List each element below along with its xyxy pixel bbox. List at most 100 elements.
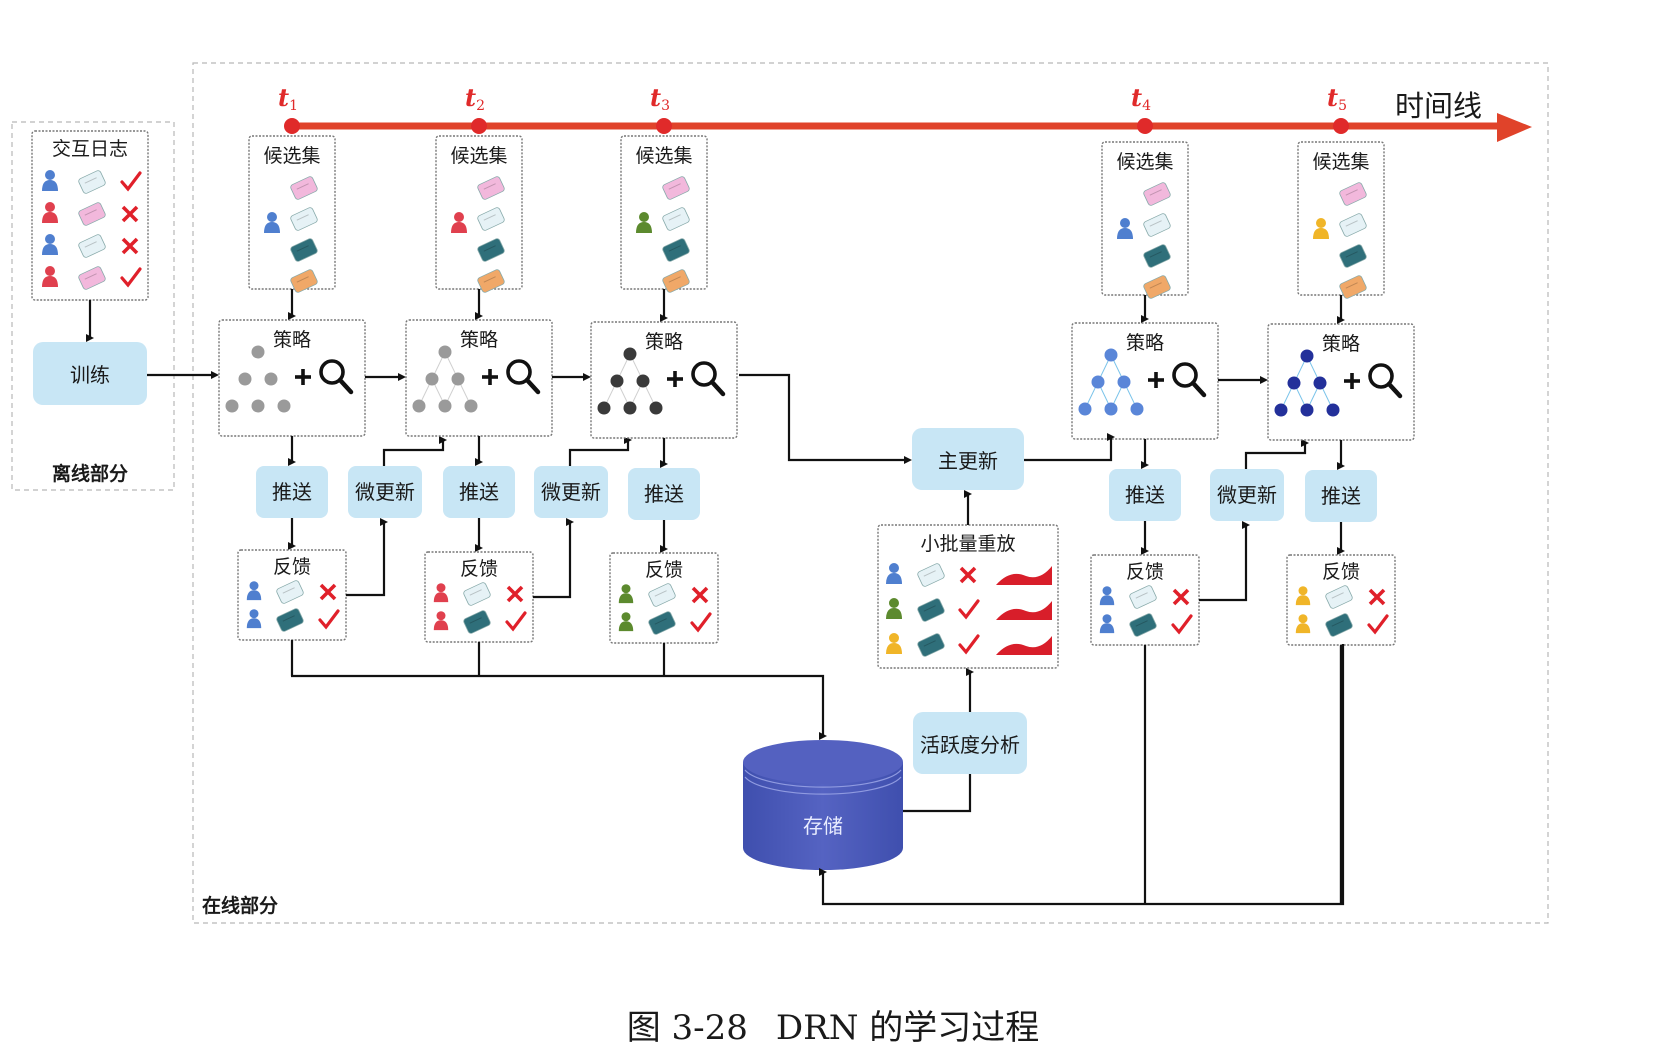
item-icon [917, 563, 945, 587]
cross-icon [121, 237, 139, 255]
timeline-tick-label: t2 [465, 83, 485, 114]
user-icon [42, 234, 58, 255]
candidate-set-title: 候选集 [635, 145, 692, 167]
timeline-label: 时间线 [1395, 89, 1482, 123]
feedback-row [618, 611, 712, 635]
timeline-tick-label: t5 [1327, 83, 1347, 114]
center-connectors [291, 373, 1345, 906]
cross-icon [121, 205, 139, 223]
cross-icon [1172, 588, 1190, 606]
item-icon [1143, 182, 1171, 206]
feedback-row [246, 608, 340, 632]
minor-update-box [534, 466, 608, 518]
item-icon [276, 608, 304, 632]
check-icon [318, 609, 340, 630]
check-icon [1171, 614, 1193, 635]
activeness-analysis-label: 活跃度分析 [920, 733, 1020, 757]
item-icon [78, 234, 106, 258]
feedback-row [1099, 613, 1193, 637]
user-icon [42, 266, 58, 287]
log-row [42, 234, 139, 258]
item-icon [662, 207, 690, 231]
user-icon [886, 633, 902, 654]
check-icon [1367, 614, 1389, 635]
search-icon [506, 359, 541, 395]
plus-icon [1344, 373, 1360, 389]
item-icon [477, 269, 505, 293]
search-icon [1172, 362, 1207, 398]
item-icon [463, 582, 491, 606]
activity-wave-icon [996, 601, 1052, 620]
cross-icon [691, 586, 709, 604]
minor-update-to-policy-connector [568, 436, 632, 466]
timeline-arrowhead [1497, 113, 1532, 142]
user-icon [636, 212, 652, 233]
item-icon [290, 238, 318, 262]
feedback-title: 反馈 [273, 556, 311, 578]
replay-row [886, 633, 1052, 657]
online-section-label: 在线部分 [202, 894, 278, 917]
item-icon [1325, 585, 1353, 609]
log-row [42, 170, 142, 194]
feedback-to-minor-update-connector [346, 518, 388, 597]
user-icon [433, 611, 449, 631]
item-icon [1129, 585, 1157, 609]
feedback-row [1295, 585, 1386, 609]
user-icon [618, 584, 634, 604]
item-icon [290, 176, 318, 200]
feedback-title: 反馈 [645, 559, 683, 581]
policy-title: 策略 [273, 329, 311, 351]
user-icon [886, 563, 902, 584]
check-icon [958, 634, 980, 655]
user-icon [42, 170, 58, 191]
item-icon [648, 583, 676, 607]
item-icon [276, 580, 304, 604]
check-icon [120, 267, 142, 288]
feedback-to-minor-update-connector [533, 518, 574, 599]
user-icon [1117, 218, 1133, 239]
push-box [443, 466, 515, 518]
push-box [256, 466, 328, 518]
item-icon [1143, 275, 1171, 299]
tree-model-icon [412, 345, 478, 413]
major-update-box [912, 428, 1024, 490]
feedback-title: 反馈 [460, 558, 498, 580]
timeline-tick-dot [656, 118, 672, 134]
minor-update-label: 微更新 [541, 480, 601, 504]
user-icon [1099, 586, 1115, 606]
user-icon [618, 612, 634, 632]
item-icon [1339, 182, 1367, 206]
policy-title: 策略 [1126, 332, 1164, 354]
cross-icon [1368, 588, 1386, 606]
item-icon [290, 207, 318, 231]
tree-model-icon [1274, 349, 1340, 417]
offline-frame [11, 121, 175, 491]
user-icon [1295, 614, 1311, 634]
activeness-analysis-box [913, 712, 1027, 774]
push-label: 推送 [644, 482, 684, 506]
minor-update-label: 微更新 [355, 480, 415, 504]
log-row [42, 202, 139, 226]
train-box [33, 342, 147, 405]
user-icon [264, 212, 280, 233]
cross-icon [319, 583, 337, 601]
item-icon [917, 633, 945, 657]
feedback-title: 反馈 [1126, 561, 1164, 583]
policy-title: 策略 [1322, 333, 1360, 355]
replay-row [886, 563, 1052, 587]
tree-model-icon [597, 347, 663, 415]
storage-label: 存储 [803, 814, 843, 838]
feedback-title: 反馈 [1322, 561, 1360, 583]
plus-icon [1148, 372, 1164, 388]
minor-update-label: 微更新 [1217, 483, 1277, 507]
feedback-row [246, 580, 337, 604]
user-icon [886, 598, 902, 619]
push-label: 推送 [1125, 483, 1165, 507]
item-icon [1143, 244, 1171, 268]
